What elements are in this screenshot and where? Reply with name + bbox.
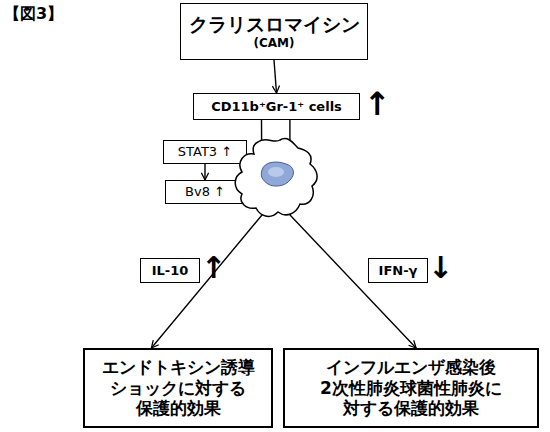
drug-box: クラリスロマイシン(CAM) — [180, 3, 368, 60]
node-text: エンドトキシン誘導 ショックに対する 保護的効果 — [85, 357, 271, 418]
effect-box: エンドトキシン誘導 ショックに対する 保護的効果 — [83, 348, 273, 428]
nucleus-highlight — [268, 167, 284, 177]
node-text: Bv8 ↑ — [185, 184, 225, 200]
node-text: CD11b⁺Gr-1⁺ cells — [211, 99, 342, 115]
node-text: (CAM) — [253, 36, 294, 50]
increase-arrow: ↑ — [201, 253, 225, 283]
cytokine-box: IFN-γ — [368, 258, 428, 283]
decrease-arrow: ↓ — [428, 253, 452, 283]
arrow-connector — [274, 60, 277, 93]
cell-illustration — [228, 132, 324, 224]
arrow-connector — [204, 164, 205, 180]
effect-box: インフルエンザ感染後 2次性肺炎球菌性肺炎に 対する保護的効果 — [283, 348, 539, 428]
node-text: STAT3 ↑ — [178, 144, 232, 160]
cell-outline — [235, 139, 317, 217]
signal-box: STAT3 ↑ — [163, 140, 247, 164]
figure-title: 【図3】 — [4, 6, 63, 22]
node-text: IFN-γ — [379, 263, 418, 279]
node-text: インフルエンザ感染後 2次性肺炎球菌性肺炎に 対する保護的効果 — [285, 357, 537, 418]
cell-nucleus — [261, 162, 293, 186]
node-text: IL-10 — [152, 263, 189, 279]
node-text: クラリスロマイシン — [189, 13, 360, 36]
cell-population-box: CD11b⁺Gr-1⁺ cells — [193, 93, 360, 120]
increase-arrow: ↑ — [364, 88, 390, 120]
cytokine-box: IL-10 — [140, 258, 200, 283]
factor-box: Bv8 ↑ — [165, 180, 245, 204]
arrow-connector — [151, 120, 262, 348]
